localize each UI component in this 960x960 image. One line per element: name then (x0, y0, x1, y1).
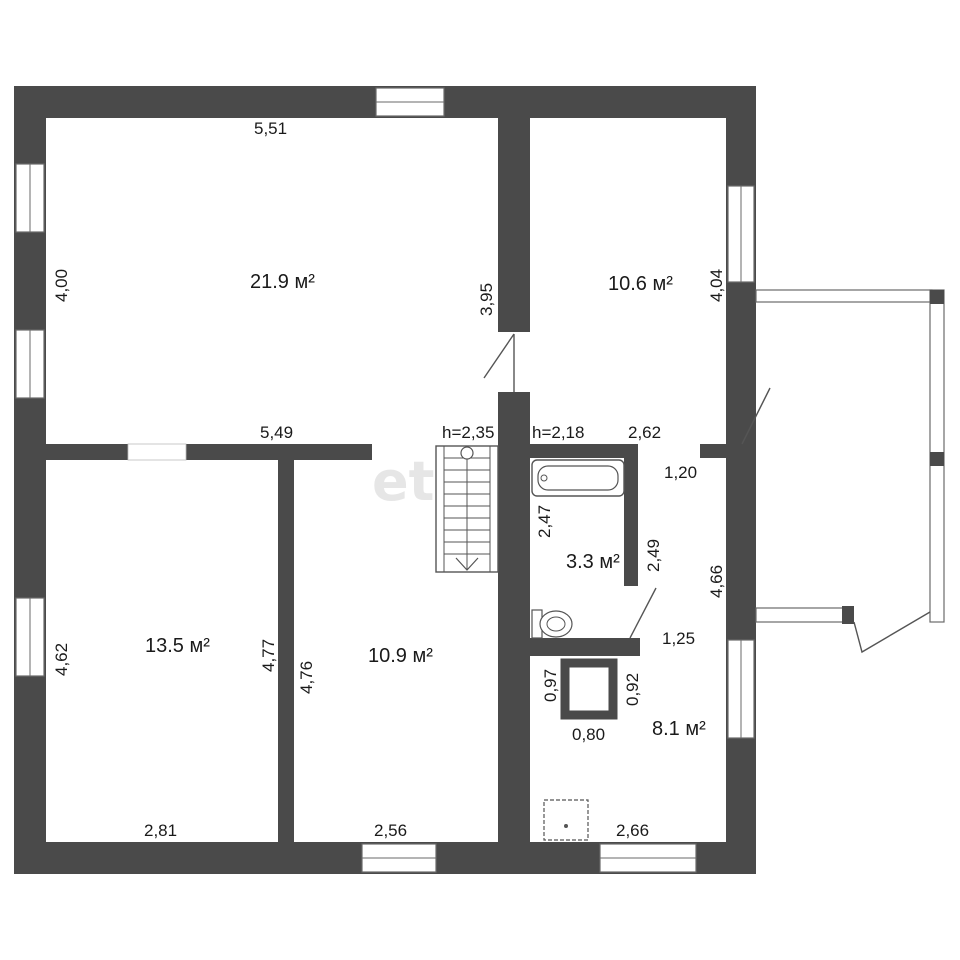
dim-stair-height: h=2,35 (442, 423, 494, 442)
wall-bath-right (624, 458, 638, 586)
room-area-hall: 8.1 м² (652, 718, 706, 740)
veranda-bottom (755, 607, 845, 623)
dim-bath-left: 2,47 (535, 505, 554, 538)
stairs (435, 445, 499, 573)
door-bath (629, 587, 657, 639)
dim-shaft-left: 0,97 (541, 669, 560, 702)
dim-ne-right: 4,04 (707, 269, 726, 302)
door-ne-room (741, 387, 771, 445)
room-area-bed-mid: 10.9 м² (368, 645, 433, 667)
dim-hall-step: 1,20 (664, 463, 697, 482)
dim-mid-bottom: 2,56 (374, 821, 407, 840)
dim-hall-bottom: 2,66 (616, 821, 649, 840)
dim-living-right: 3,95 (477, 283, 496, 316)
room-area-bed-sw: 13.5 м² (145, 635, 210, 657)
veranda-top (755, 289, 933, 303)
wall-horizontal-b (186, 444, 372, 460)
dim-bath-height: h=2,18 (532, 423, 584, 442)
wall-bath-bottom (530, 638, 640, 656)
dim-hall-mid: 1,25 (662, 629, 695, 648)
dim-mid-left: 4,76 (297, 661, 316, 694)
dim-hall-right: 4,66 (707, 565, 726, 598)
room-area-ne: 10.6 м² (608, 273, 673, 295)
dim-sw-left: 4,62 (52, 643, 71, 676)
dim-sw-right: 4,77 (259, 639, 278, 672)
wall-living-ne (498, 118, 530, 332)
dim-sw-bottom: 2,81 (144, 821, 177, 840)
wall-center-spine (498, 392, 530, 842)
wall-hall-top (700, 444, 726, 458)
wall-horizontal-a (46, 444, 128, 460)
door-living (483, 333, 515, 392)
room-area-living: 21.9 м² (250, 271, 315, 293)
room-area-bath: 3.3 м² (566, 551, 620, 573)
dim-bath-right: 2,49 (644, 539, 663, 572)
veranda-door (853, 611, 931, 654)
dim-living-bottom: 5,49 (260, 423, 293, 442)
bathtub-icon (531, 459, 625, 497)
wall-bedrooms (278, 460, 294, 842)
toilet-icon (531, 609, 573, 639)
dim-living-top: 5,51 (254, 119, 287, 138)
dim-hall-top: 2,62 (628, 423, 661, 442)
dim-shaft-bottom: 0,80 (572, 725, 605, 744)
dim-living-left: 4,00 (52, 269, 71, 302)
utility-shaft (560, 658, 618, 720)
wall-bath-top (530, 444, 638, 458)
opening (127, 443, 187, 461)
dim-shaft-right: 0,92 (623, 673, 642, 706)
shower-icon (543, 799, 589, 841)
